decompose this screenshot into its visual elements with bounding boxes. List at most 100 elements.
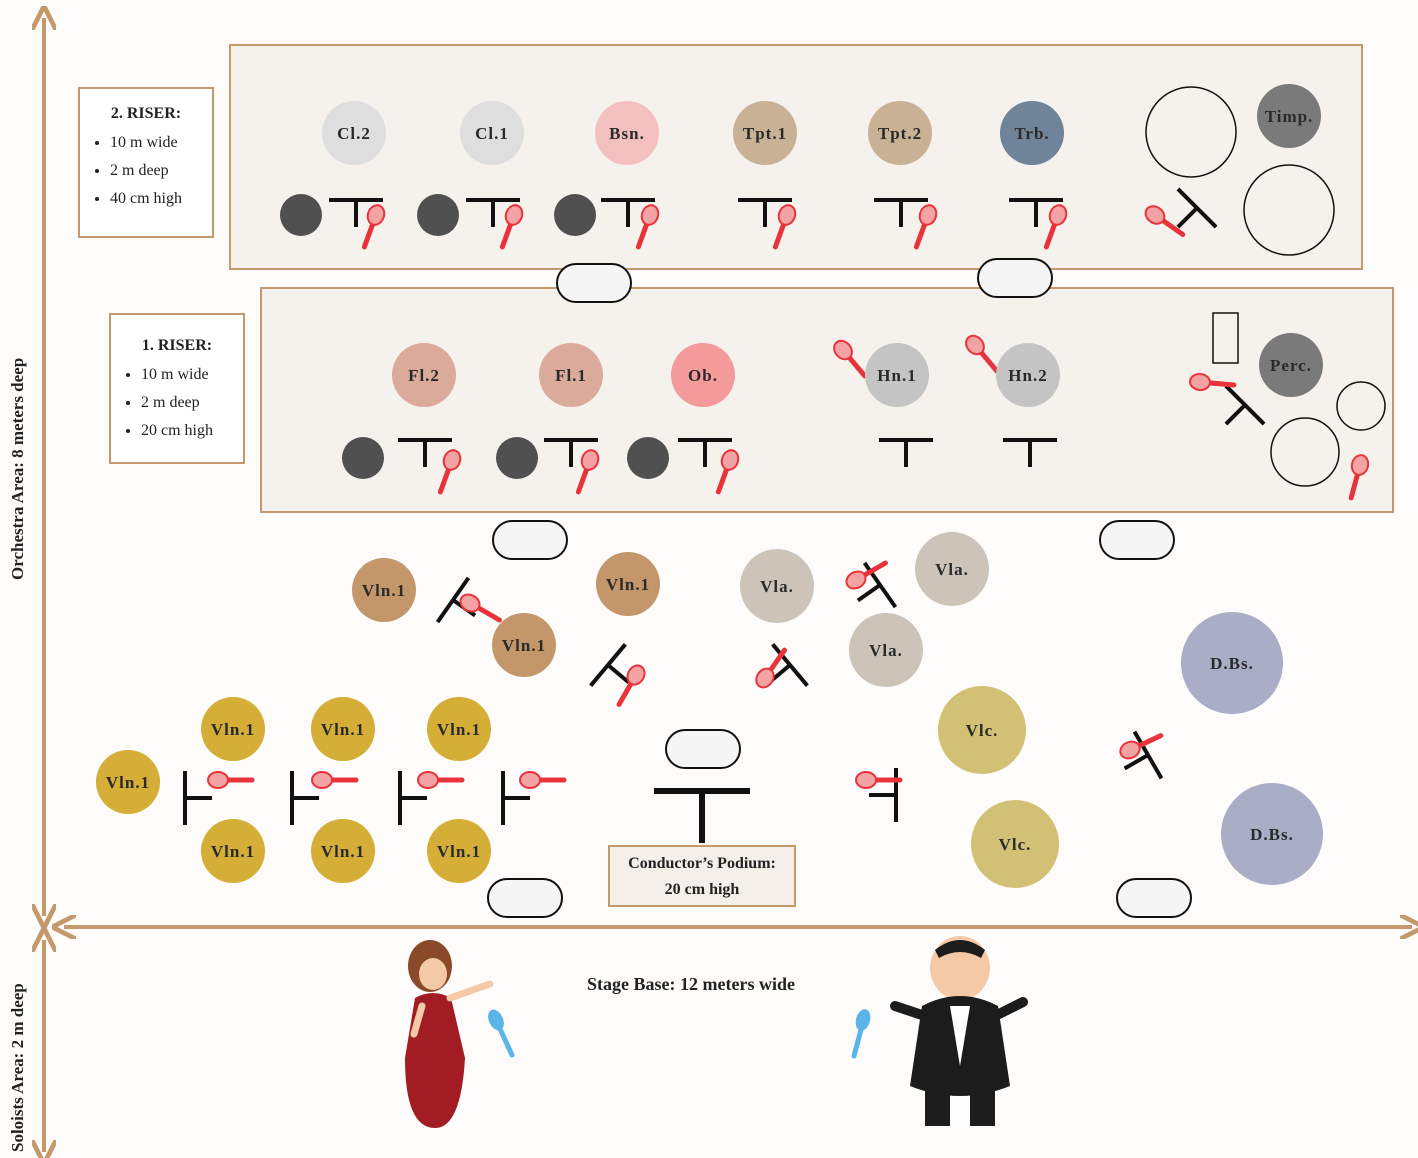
microphone-icon: [965, 334, 1000, 374]
monitor-wedges: [487, 258, 1192, 918]
player-vla: Vla.: [740, 549, 814, 623]
player-ob: Ob.: [671, 343, 735, 407]
svg-text:Vla.: Vla.: [935, 560, 969, 579]
music-stand: [1224, 384, 1266, 426]
music-stands: [183, 187, 1266, 825]
microphones: [207, 204, 1370, 789]
player-vln1: Vln.1: [201, 819, 265, 883]
player-hn1: Hn.1: [865, 343, 929, 407]
svg-text:Vln.1: Vln.1: [437, 720, 481, 739]
music-stand: [501, 771, 530, 825]
player-bsn: Bsn.: [595, 101, 659, 165]
player-vlc: Vlc.: [971, 800, 1059, 888]
svg-text:Timp.: Timp.: [1265, 107, 1314, 126]
music-stand: [466, 198, 520, 227]
player-cl2: Cl.2: [322, 101, 386, 165]
svg-text:D.Bs.: D.Bs.: [1210, 654, 1254, 673]
svg-text:D.Bs.: D.Bs.: [1250, 825, 1294, 844]
music-stand: [329, 198, 383, 227]
player-dbs: D.Bs.: [1221, 783, 1323, 885]
riser-2-height: 40 cm high: [110, 185, 212, 213]
player-vla: Vla.: [915, 532, 989, 606]
microphone-icon: [437, 449, 462, 495]
drum-outlines: [1145, 86, 1386, 487]
music-stand: [869, 768, 898, 822]
svg-text:Vln.1: Vln.1: [321, 842, 365, 861]
soprano-soloist: [405, 940, 494, 1128]
soloist-microphones: [488, 1009, 871, 1059]
microphone-icon: [1144, 205, 1186, 238]
svg-text:Vln.1: Vln.1: [606, 575, 650, 594]
player-vln1: Vln.1: [311, 697, 375, 761]
music-stand: [398, 771, 427, 825]
seats: [280, 194, 669, 479]
riser-2: [229, 44, 1363, 270]
svg-text:Vla.: Vla.: [760, 577, 794, 596]
microphone-icon: [635, 204, 660, 250]
microphone-icon: [1189, 372, 1237, 392]
microphone-icon: [361, 204, 386, 250]
stage-base-label: Stage Base: 12 meters wide: [587, 974, 795, 994]
microphone-icon: [845, 560, 888, 590]
conductor-podium-label: Conductor’s Podium: 20 cm high: [608, 845, 796, 907]
microphone-icon: [499, 204, 524, 250]
music-stand: [874, 198, 928, 227]
music-stand: [290, 771, 319, 825]
svg-text:Vln.1: Vln.1: [437, 842, 481, 861]
svg-text:Fl.1: Fl.1: [555, 366, 587, 385]
player-timp: Timp.: [1257, 84, 1321, 148]
music-stand: [1176, 187, 1218, 229]
music-stand: [678, 438, 732, 467]
svg-text:Vln.1: Vln.1: [211, 720, 255, 739]
svg-text:Tpt.1: Tpt.1: [743, 124, 787, 143]
svg-text:Vlc.: Vlc.: [966, 721, 999, 740]
microphone-icon: [772, 204, 797, 250]
svg-text:Vln.1: Vln.1: [106, 773, 150, 792]
music-stand: [398, 438, 452, 467]
player-vla: Vla.: [849, 613, 923, 687]
microphone-icon: [855, 771, 903, 789]
svg-text:Vln.1: Vln.1: [211, 842, 255, 861]
player-tpt2: Tpt.2: [868, 101, 932, 165]
player-tpt1: Tpt.1: [733, 101, 797, 165]
tenor-soloist: [890, 936, 1028, 1126]
microphone-icon: [311, 771, 359, 789]
svg-text:Vln.1: Vln.1: [362, 581, 406, 600]
player-fl1: Fl.1: [539, 343, 603, 407]
player-hn2: Hn.2: [996, 343, 1060, 407]
svg-text:Bsn.: Bsn.: [609, 124, 645, 143]
player-vlc: Vlc.: [938, 686, 1026, 774]
player-dbs: D.Bs.: [1181, 612, 1283, 714]
microphone-icon: [616, 664, 646, 707]
podium-line-2: 20 cm high: [664, 881, 740, 898]
riser-1-depth: 2 m deep: [141, 389, 243, 417]
player-vln1: Vln.1: [201, 697, 265, 761]
player-vln1: Vln.1: [596, 552, 660, 616]
svg-text:Hn.1: Hn.1: [877, 366, 916, 385]
svg-text:Tpt.2: Tpt.2: [878, 124, 922, 143]
microphone-icon: [833, 339, 868, 379]
player-vln1: Vln.1: [96, 750, 160, 814]
riser-2-width: 10 m wide: [110, 129, 212, 157]
orchestra-area-label: Orchestra Area: 8 meters deep: [8, 357, 27, 580]
music-stand: [183, 771, 212, 825]
microphone-icon: [1119, 733, 1164, 760]
svg-text:Ob.: Ob.: [688, 366, 718, 385]
player-vln1: Vln.1: [492, 613, 556, 677]
conductor-stand: [654, 788, 750, 843]
microphone-icon: [459, 593, 502, 623]
riser-1: [260, 287, 1394, 513]
microphone-icon: [1348, 454, 1370, 501]
riser-2-title: 2. RISER:: [110, 105, 182, 122]
microphone-icon: [913, 204, 938, 250]
player-fl2: Fl.2: [392, 343, 456, 407]
player-vln1: Vln.1: [427, 697, 491, 761]
svg-text:Vla.: Vla.: [869, 641, 903, 660]
music-stand: [738, 198, 792, 227]
svg-text:Vln.1: Vln.1: [502, 636, 546, 655]
microphone-icon: [575, 449, 600, 495]
riser-1-info: 1. RISER: 10 m wide 2 m deep 20 cm high: [109, 313, 245, 464]
riser-2-depth: 2 m deep: [110, 157, 212, 185]
player-trb: Trb.: [1000, 101, 1064, 165]
